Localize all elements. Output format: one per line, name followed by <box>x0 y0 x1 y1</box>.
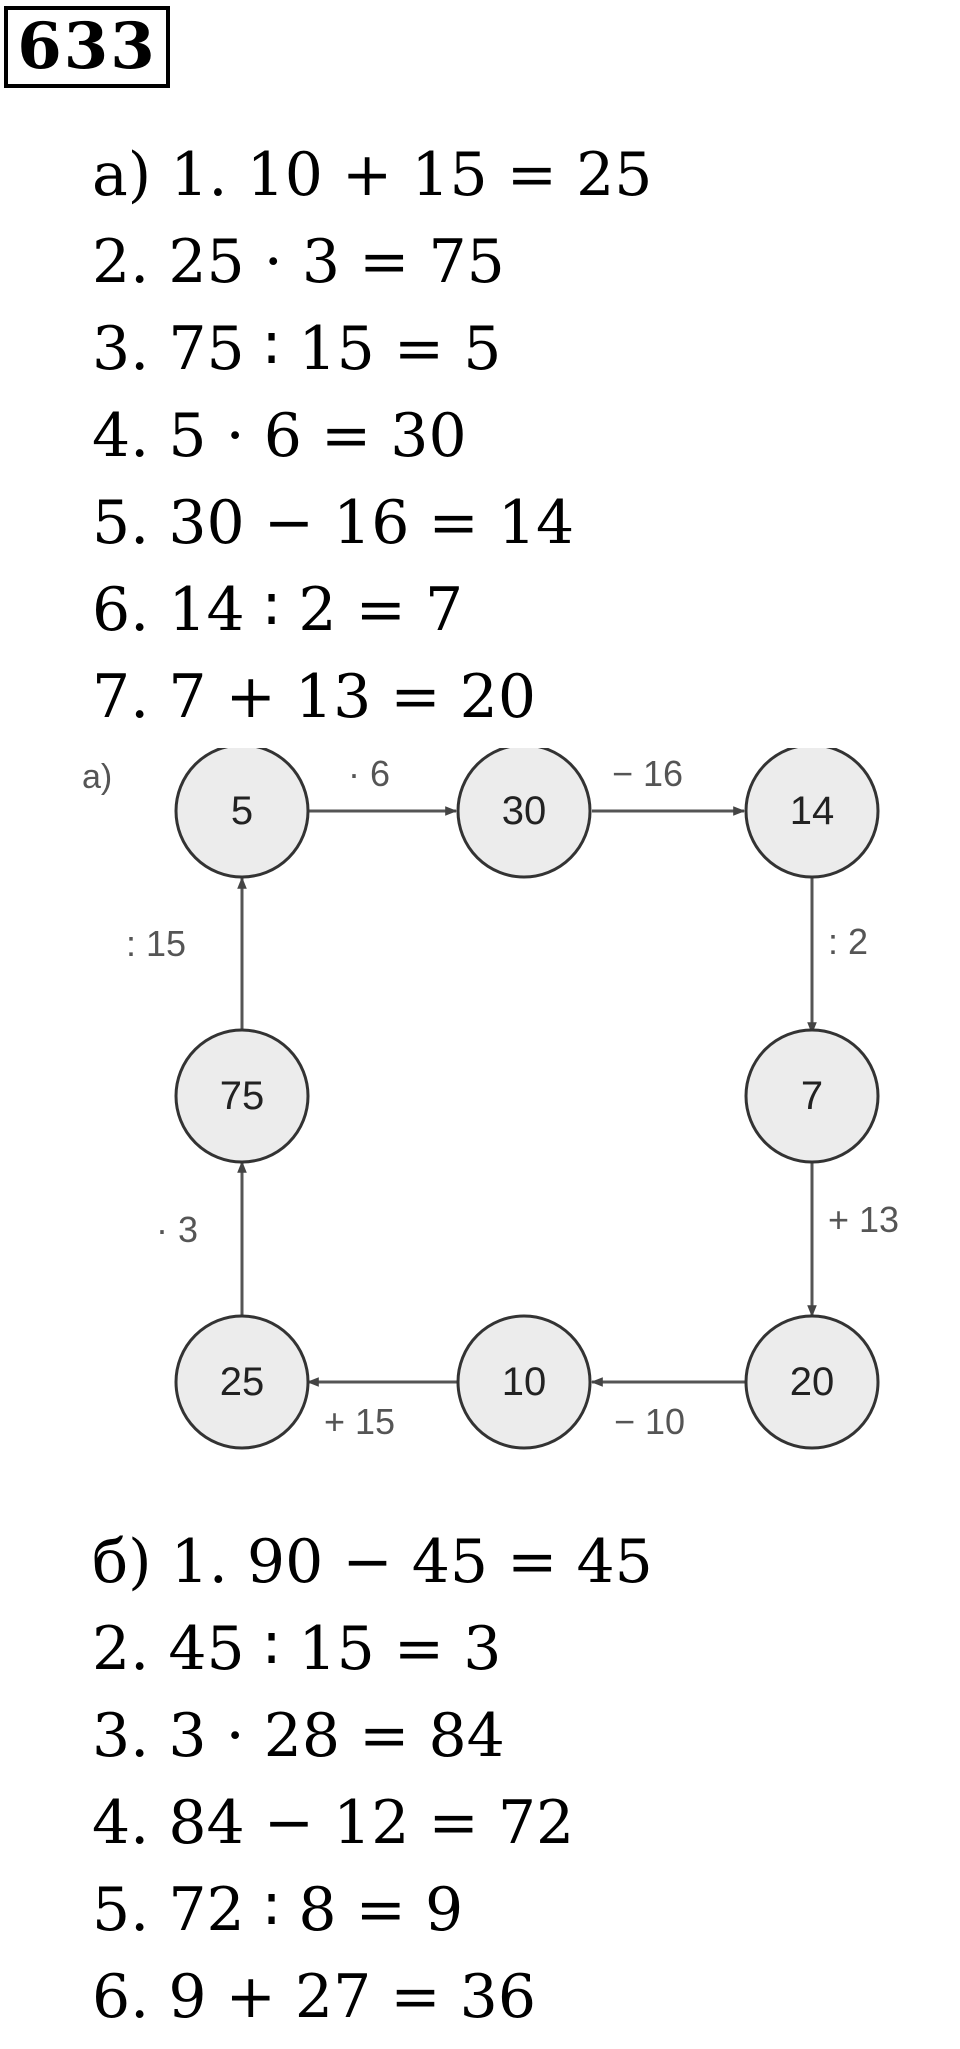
part-b-line-5: 5. 72 ∶ 8 = 9 <box>92 1875 464 1945</box>
node-value-7: 7 <box>801 1074 823 1118</box>
node-value-30: 30 <box>502 789 547 833</box>
part-a-line-3: 3. 75 ∶ 15 = 5 <box>92 314 502 384</box>
node-7 <box>744 1028 880 1164</box>
op-label-sub-10: − 10 <box>614 1401 685 1442</box>
op-label-div-2: : 2 <box>828 921 868 962</box>
node-value-5: 5 <box>231 789 253 833</box>
part-b-line-6: 6. 9 + 27 = 36 <box>92 1962 537 2032</box>
op-label-div-15: : 15 <box>126 923 186 964</box>
op-label-add-13: + 13 <box>828 1199 899 1240</box>
part-a-line-4: 4. 5 · 6 = 30 <box>92 401 467 471</box>
node-value-25: 25 <box>220 1360 265 1404</box>
part-b-line-2: 2. 45 ∶ 15 = 3 <box>92 1614 502 1684</box>
part-b-line-4: 4. 84 − 12 = 72 <box>92 1788 575 1858</box>
node-25 <box>174 1314 310 1450</box>
part-a-line-7: 7. 7 + 13 = 20 <box>92 662 537 732</box>
part-b-line-3: 3. 3 · 28 = 84 <box>92 1701 505 1771</box>
part-a-line-2: 2. 25 · 3 = 75 <box>92 227 505 297</box>
node-value-14: 14 <box>790 789 835 833</box>
part-a-line-6: 6. 14 ∶ 2 = 7 <box>92 575 464 645</box>
node-20 <box>744 1314 880 1450</box>
op-label-mul-6: · 6 <box>348 753 390 794</box>
operation-cycle-diagram: а) · 6 − 16 : 2 + 13 − 10 + 15 · 3 : 15 <box>82 743 960 1458</box>
node-value-75: 75 <box>220 1074 265 1118</box>
op-label-sub-16: − 16 <box>612 753 683 794</box>
node-value-20: 20 <box>790 1360 835 1404</box>
diagram-label: а) <box>82 758 112 796</box>
op-label-add-15: + 15 <box>324 1401 395 1442</box>
node-10 <box>456 1314 592 1450</box>
part-a-line-1: а) 1. 10 + 15 = 25 <box>92 140 653 210</box>
node-value-10: 10 <box>502 1360 547 1404</box>
problem-number: 633 <box>4 6 170 88</box>
op-label-mul-3: · 3 <box>156 1209 198 1250</box>
node-75 <box>174 1028 310 1164</box>
part-a-line-5: 5. 30 − 16 = 14 <box>92 488 575 558</box>
part-b-line-1: б) 1. 90 − 45 = 45 <box>92 1527 653 1597</box>
